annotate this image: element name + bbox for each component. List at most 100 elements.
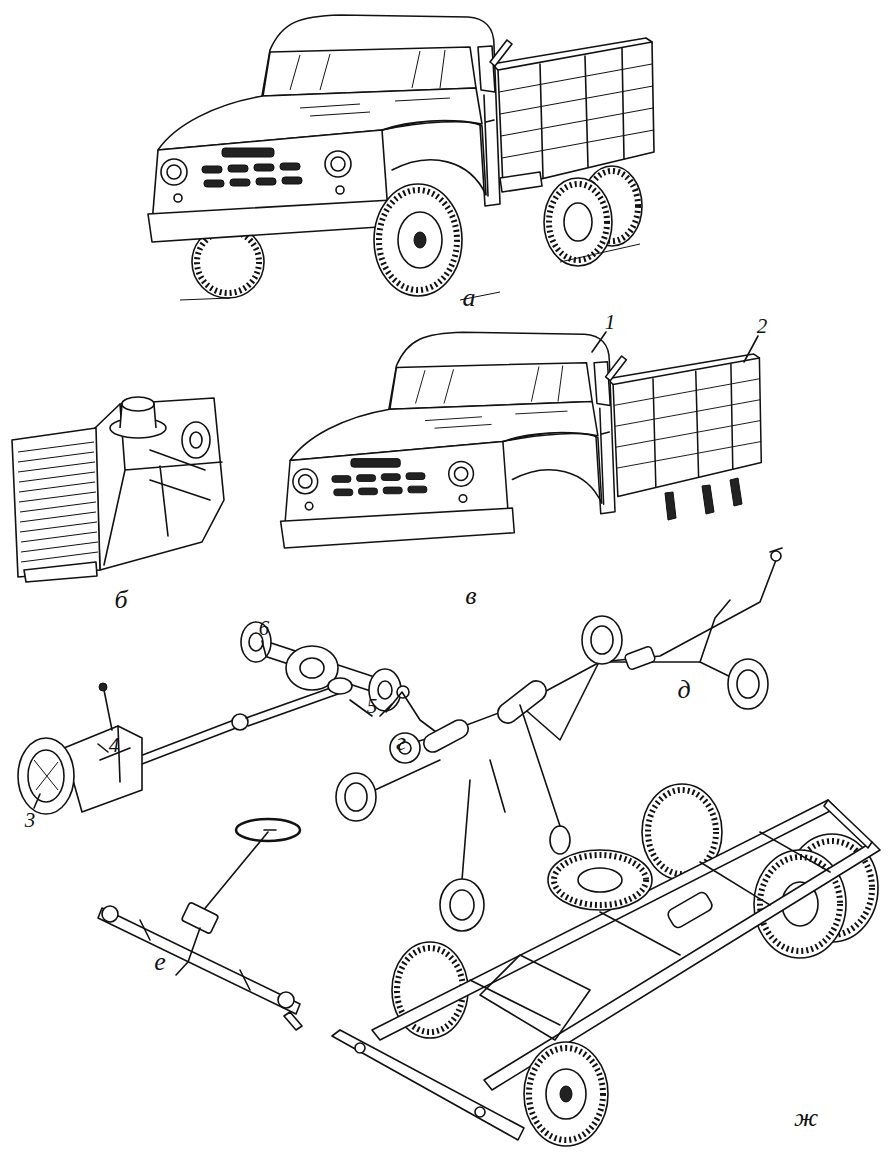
cab-and-body-part — [665, 478, 742, 520]
truck-view-part — [197, 231, 259, 293]
brake-system-part — [700, 600, 730, 662]
brake-system-part — [345, 783, 367, 811]
callout-number: 6 — [259, 618, 270, 639]
transmission-part — [300, 658, 324, 678]
brake-system-part — [591, 626, 613, 654]
chassis-part — [666, 890, 714, 929]
engine-part — [120, 398, 156, 428]
cab-and-body-part — [281, 332, 762, 548]
truck-view-part — [564, 203, 592, 241]
transmission-part — [18, 738, 74, 814]
steering — [98, 819, 302, 1030]
callout-number: 5 — [367, 696, 378, 717]
cab-and-body-part — [744, 336, 758, 362]
chassis-part — [475, 1107, 485, 1117]
engine-part — [12, 428, 100, 577]
steering-part — [278, 992, 294, 1008]
cab-and-body-part — [592, 332, 606, 352]
chassis-part — [548, 850, 652, 910]
chassis — [332, 784, 880, 1146]
transmission-part — [142, 728, 236, 764]
engine-part — [122, 397, 154, 411]
truck-view-part — [414, 232, 426, 248]
transmission-part — [104, 690, 112, 730]
steering-part — [102, 906, 118, 922]
brake-system-part — [386, 692, 440, 735]
chassis-part — [578, 868, 622, 892]
callout-number: 3 — [25, 810, 36, 831]
steering-part — [140, 920, 250, 990]
brake-system-part — [582, 616, 622, 664]
transmission-part — [28, 750, 64, 802]
engine-part — [24, 562, 97, 582]
chassis-part — [529, 1048, 603, 1140]
chassis-part — [355, 1043, 365, 1053]
engine-part — [190, 432, 202, 448]
engine — [12, 397, 224, 582]
engine-part — [104, 404, 222, 565]
brake-system-part — [550, 826, 570, 854]
engine-part — [18, 442, 98, 562]
brake-system-part — [737, 670, 759, 698]
engine-part — [150, 450, 210, 500]
transmission-part — [246, 686, 336, 718]
chassis-part — [546, 1069, 586, 1119]
transmission-part — [34, 760, 58, 790]
truck-view-part — [374, 184, 462, 296]
transmission-part — [100, 726, 130, 782]
view-letter: г — [396, 729, 406, 755]
engine-part — [182, 422, 210, 458]
brake-system-part — [494, 677, 550, 727]
brake-system-part — [771, 551, 781, 561]
truck-view-part — [398, 212, 442, 268]
brake-system-part — [462, 780, 470, 880]
brake-system — [336, 548, 782, 931]
steering-part — [176, 928, 200, 975]
view-letter: д — [677, 677, 690, 703]
transmission-part — [378, 681, 392, 699]
view-letter: б — [114, 587, 127, 613]
transmission-part — [140, 720, 234, 756]
chassis-part — [554, 855, 646, 905]
transmission-part — [232, 714, 248, 730]
chassis-part — [824, 800, 872, 848]
transmission-part — [34, 794, 40, 808]
view-letter: в — [465, 583, 476, 609]
cab-and-body — [281, 332, 762, 548]
view-letter: ж — [794, 1105, 818, 1131]
brake-system-part — [520, 705, 560, 826]
transmission-part — [64, 726, 142, 812]
transmission-part — [98, 744, 108, 752]
truck-view — [148, 15, 654, 300]
chassis-part — [560, 1086, 572, 1102]
view-letter: а — [463, 285, 476, 311]
truck-view-part — [549, 184, 607, 260]
chassis-part — [524, 1042, 608, 1146]
transmission — [18, 622, 409, 814]
callout-number: 1 — [605, 312, 616, 333]
brake-system-part — [421, 717, 472, 755]
brake-system-part — [600, 560, 776, 662]
transmission-part — [328, 678, 352, 694]
brake-system-part — [624, 646, 656, 671]
brake-system-part — [440, 879, 484, 931]
chassis-part — [332, 1030, 524, 1140]
view-letter: е — [154, 949, 166, 975]
callout-number: 2 — [757, 316, 768, 337]
chassis-part — [470, 832, 830, 1025]
brake-system-part — [336, 773, 376, 821]
brake-system-part — [770, 548, 782, 552]
engine-part — [95, 398, 224, 570]
brake-system-part — [728, 659, 768, 709]
truck-view-part — [379, 190, 457, 290]
callout-number: 4 — [109, 735, 120, 756]
brake-system-part — [450, 890, 474, 920]
transmission-part — [99, 683, 107, 691]
truck-view-part — [180, 244, 640, 300]
brake-system-part — [490, 760, 505, 812]
transmission-part — [248, 694, 338, 726]
steering-part — [284, 1012, 302, 1030]
transmission-part — [262, 641, 266, 656]
chassis-part — [480, 955, 590, 1040]
